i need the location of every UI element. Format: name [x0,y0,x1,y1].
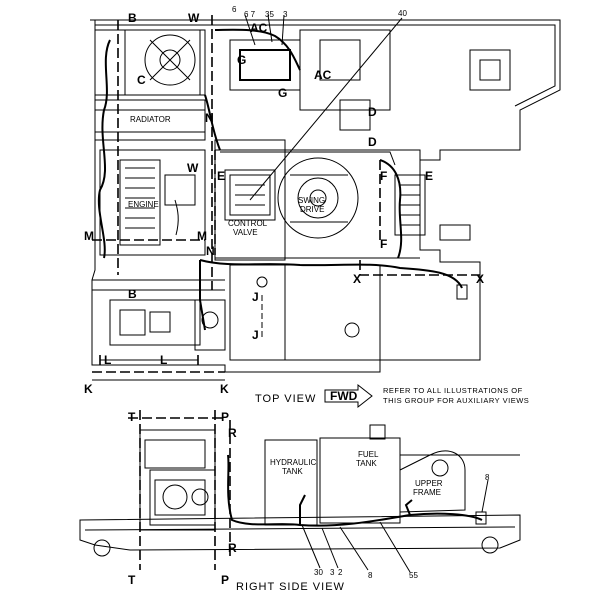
section-b-bottom: B [128,287,137,301]
top-view [90,19,561,373]
section-c: C [137,73,146,87]
swing-drive-label-2: DRIVE [300,205,324,214]
section-cut-lines-top [92,15,480,381]
callout-40: 40 [398,9,407,18]
top-view-caption: TOP VIEW [255,393,316,405]
section-letter-labels: B W C AC G G AC D D N W E E F F M M N B … [84,11,484,587]
section-p-top: P [221,410,229,424]
section-g-mid: G [278,86,287,100]
section-f-top: F [380,169,387,183]
callout-8-lower: 8 [368,571,373,580]
callout-6-7: 6 7 [244,10,256,19]
section-m-right: M [197,229,207,243]
section-k-right: K [220,382,229,396]
leader-lines [244,14,489,573]
section-t-top: T [128,410,136,424]
section-n-bottom: N [206,244,215,258]
fuel-tank-label-1: FUEL [358,450,379,459]
hydraulic-tank-label-2: TANK [282,467,303,476]
section-j-top: J [252,290,259,304]
section-b-top: B [128,11,137,25]
section-e-left: E [217,169,225,183]
hydraulic-tank-label-1: HYDRAULIC [270,458,316,467]
callout-3-side: 3 [330,568,335,577]
upper-frame-label-1: UPPER [415,479,443,488]
section-n-top: N [205,111,214,125]
fwd-label: FWD [330,389,358,403]
callout-3: 3 [283,10,288,19]
engine-label: ENGINE [128,200,159,209]
section-j-bottom: J [252,328,259,342]
section-g-top: G [237,53,246,67]
section-x-right: X [476,272,484,286]
callout-6: 6 [232,5,237,14]
section-l-left: L [104,353,111,367]
section-p-bottom: P [221,573,229,587]
section-e-right: E [425,169,433,183]
note-line-2: THIS GROUP FOR AUXILIARY VIEWS [383,396,529,405]
callout-55: 55 [409,571,418,580]
section-f-bottom: F [380,237,387,251]
control-valve-label-1: CONTROL [228,219,268,228]
upper-frame-label-2: FRAME [413,488,441,497]
section-w-mid: W [187,161,199,175]
control-valve-label-2: VALVE [233,228,258,237]
section-r-top: R [228,426,237,440]
section-k-left: K [84,382,93,396]
section-ac-mid: AC [314,68,332,82]
section-x-left: X [353,272,361,286]
forward-arrow: FWD [324,383,373,409]
swing-drive-label-1: SWING [298,196,325,205]
section-t-bottom: T [128,573,136,587]
side-view [79,410,521,570]
section-d-top: D [368,105,377,119]
section-d-bottom: D [368,135,377,149]
callout-35: 35 [265,10,274,19]
callout-30: 30 [314,568,323,577]
section-l-right: L [160,353,167,367]
captions: TOP VIEW RIGHT SIDE VIEW REFER TO ALL IL… [236,386,529,593]
callout-numbers: 6 6 7 35 3 40 8 30 3 2 8 55 [232,5,490,580]
component-labels: RADIATOR ENGINE CONTROL VALVE SWING DRIV… [128,115,443,497]
section-ac-top: AC [250,21,268,35]
section-w-top: W [188,11,200,25]
side-view-caption: RIGHT SIDE VIEW [236,581,345,593]
callout-2: 2 [338,568,343,577]
fuel-tank-label-2: TANK [356,459,377,468]
note-line-1: REFER TO ALL ILLUSTRATIONS OF [383,386,523,395]
section-r-bottom: R [228,541,237,555]
radiator-label: RADIATOR [130,115,171,124]
callout-8-upper: 8 [485,473,490,482]
section-m-left: M [84,229,94,243]
